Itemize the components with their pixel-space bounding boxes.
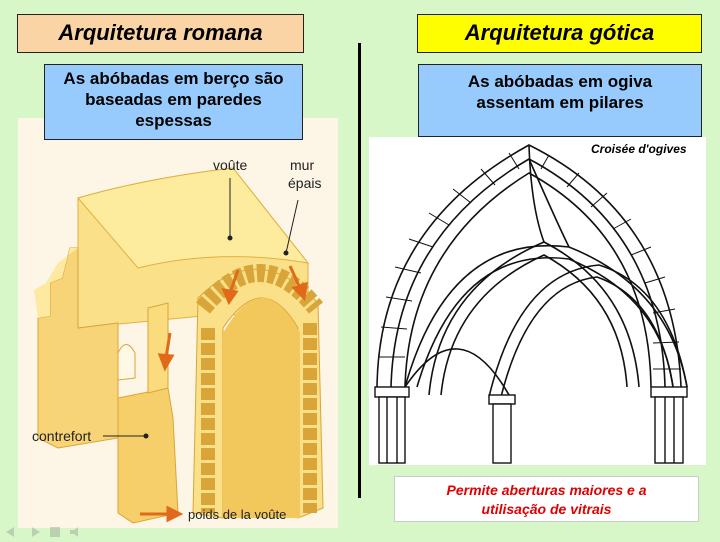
gothic-rib-vault-illustration: Croisée d'ogives bbox=[369, 137, 706, 465]
caption-gothic-line-2: assentam em pilares bbox=[476, 93, 644, 112]
center-divider bbox=[358, 43, 361, 498]
gothic-note-line-2: utilisação de vitrais bbox=[481, 501, 612, 517]
roman-vault-illustration: voûte mur épais contrefort poids de la v… bbox=[18, 118, 338, 528]
caption-gothic: As abóbadas em ogiva assentam em pilares bbox=[418, 64, 702, 137]
title-gothic-architecture: Arquitetura gótica bbox=[417, 14, 702, 53]
label-epais: épais bbox=[288, 175, 321, 191]
caption-roman-line-3: espessas bbox=[135, 111, 212, 130]
slide-nav-controls[interactable] bbox=[2, 524, 92, 540]
caption-roman-line-2: baseadas em paredes bbox=[85, 90, 262, 109]
gothic-note-line-1: Permite aberturas maiores e a bbox=[446, 482, 647, 498]
caption-roman: As abóbadas em berço são baseadas em par… bbox=[44, 64, 303, 140]
sound-icon[interactable] bbox=[70, 527, 78, 537]
menu-icon[interactable] bbox=[50, 527, 60, 537]
label-croisee-dogives: Croisée d'ogives bbox=[591, 142, 687, 156]
caption-gothic-line-1: As abóbadas em ogiva bbox=[467, 72, 653, 91]
label-mur: mur bbox=[290, 157, 314, 173]
forward-arrow-icon[interactable] bbox=[32, 527, 40, 537]
gothic-note: Permite aberturas maiores e a utilisação… bbox=[394, 476, 699, 522]
label-contrefort: contrefort bbox=[32, 428, 91, 444]
label-voute: voûte bbox=[213, 157, 247, 173]
title-roman-architecture: Arquitetura romana bbox=[17, 14, 304, 53]
caption-roman-line-1: As abóbadas em berço são bbox=[63, 69, 284, 88]
back-arrow-icon[interactable] bbox=[6, 527, 14, 537]
legend-poids-de-la-voute: poids de la voûte bbox=[188, 507, 286, 522]
